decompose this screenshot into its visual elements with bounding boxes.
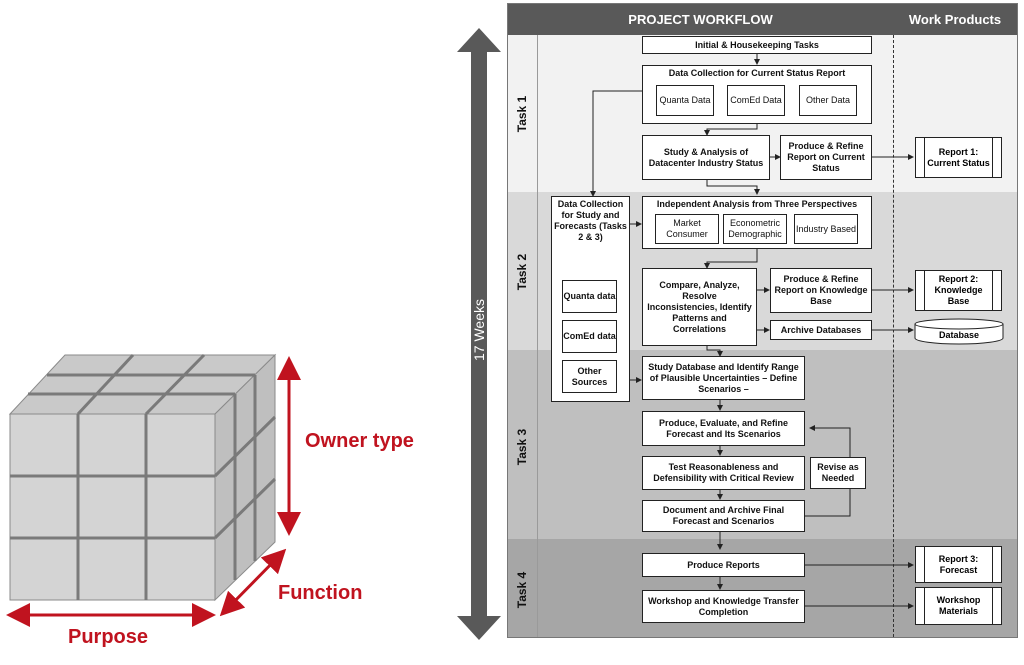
test-reasonableness-box: Test Reasonableness and Defensibility wi…	[642, 456, 805, 490]
workflow-panel	[507, 3, 1018, 638]
project-workflow-header: PROJECT WORKFLOW	[628, 12, 773, 27]
report2-product: Report 2: Knowledge Base	[915, 270, 1002, 311]
study-database-box: Study Database and Identify Range of Pla…	[642, 356, 805, 400]
workshop-box: Workshop and Knowledge Transfer Completi…	[642, 590, 805, 623]
report3-product: Report 3: Forecast	[915, 546, 1002, 583]
database-label: Database	[938, 330, 980, 340]
independent-analysis-title: Independent Analysis from Three Perspect…	[656, 199, 858, 209]
other-sources-box: Other Sources	[562, 360, 617, 393]
archive-databases-box: Archive Databases	[770, 320, 872, 340]
function-arrow	[219, 548, 287, 617]
data-collection-current-title: Data Collection for Current Status Repor…	[668, 68, 846, 78]
market-consumer-box: Market Consumer	[655, 214, 719, 244]
document-archive-box: Document and Archive Final Forecast and …	[642, 500, 805, 532]
work-products-header: Work Products	[908, 12, 1002, 27]
workflow-header-bar	[508, 4, 1017, 35]
database-cylinder	[914, 318, 1004, 345]
timeline-arrow	[457, 28, 501, 640]
cube-grid	[10, 353, 277, 600]
other-data-box: Other Data	[799, 85, 857, 116]
work-products-divider	[893, 35, 894, 637]
econometric-demographic-box: Econometric Demographic	[723, 214, 787, 244]
cube-front-face	[9, 413, 216, 601]
produce-forecast-box: Produce, Evaluate, and Refine Forecast a…	[642, 411, 805, 446]
produce-reports-box: Produce Reports	[642, 553, 805, 577]
report1-product: Report 1: Current Status	[915, 137, 1002, 178]
produce-refine-kb-box: Produce & Refine Report on Knowledge Bas…	[770, 268, 872, 313]
produce-refine-current-box: Produce & Refine Report on Current Statu…	[780, 135, 872, 180]
data-collection-study-title: Data Collection for Study and Forecasts …	[554, 199, 627, 242]
function-label: Function	[278, 582, 363, 604]
initial-housekeeping-box: Initial & Housekeeping Tasks	[642, 36, 872, 54]
industry-based-box: Industry Based	[794, 214, 858, 244]
compare-analyze-box: Compare, Analyze, Resolve Inconsistencie…	[642, 268, 757, 346]
study-analysis-box: Study & Analysis of Datacenter Industry …	[642, 135, 770, 180]
workshop-materials-product: Workshop Materials	[915, 587, 1002, 625]
comed-data-box: ComEd Data	[727, 85, 785, 116]
comed-data2-box: ComEd data	[562, 320, 617, 353]
owner-type-label: Owner type	[305, 430, 414, 452]
quanta-data-box: Quanta Data	[656, 85, 714, 116]
task-strip-divider	[537, 35, 538, 637]
quanta-data2-box: Quanta data	[562, 280, 617, 313]
purpose-label: Purpose	[68, 626, 149, 648]
cube-graphic	[6, 353, 301, 627]
revise-box: Revise as Needed	[810, 457, 866, 489]
